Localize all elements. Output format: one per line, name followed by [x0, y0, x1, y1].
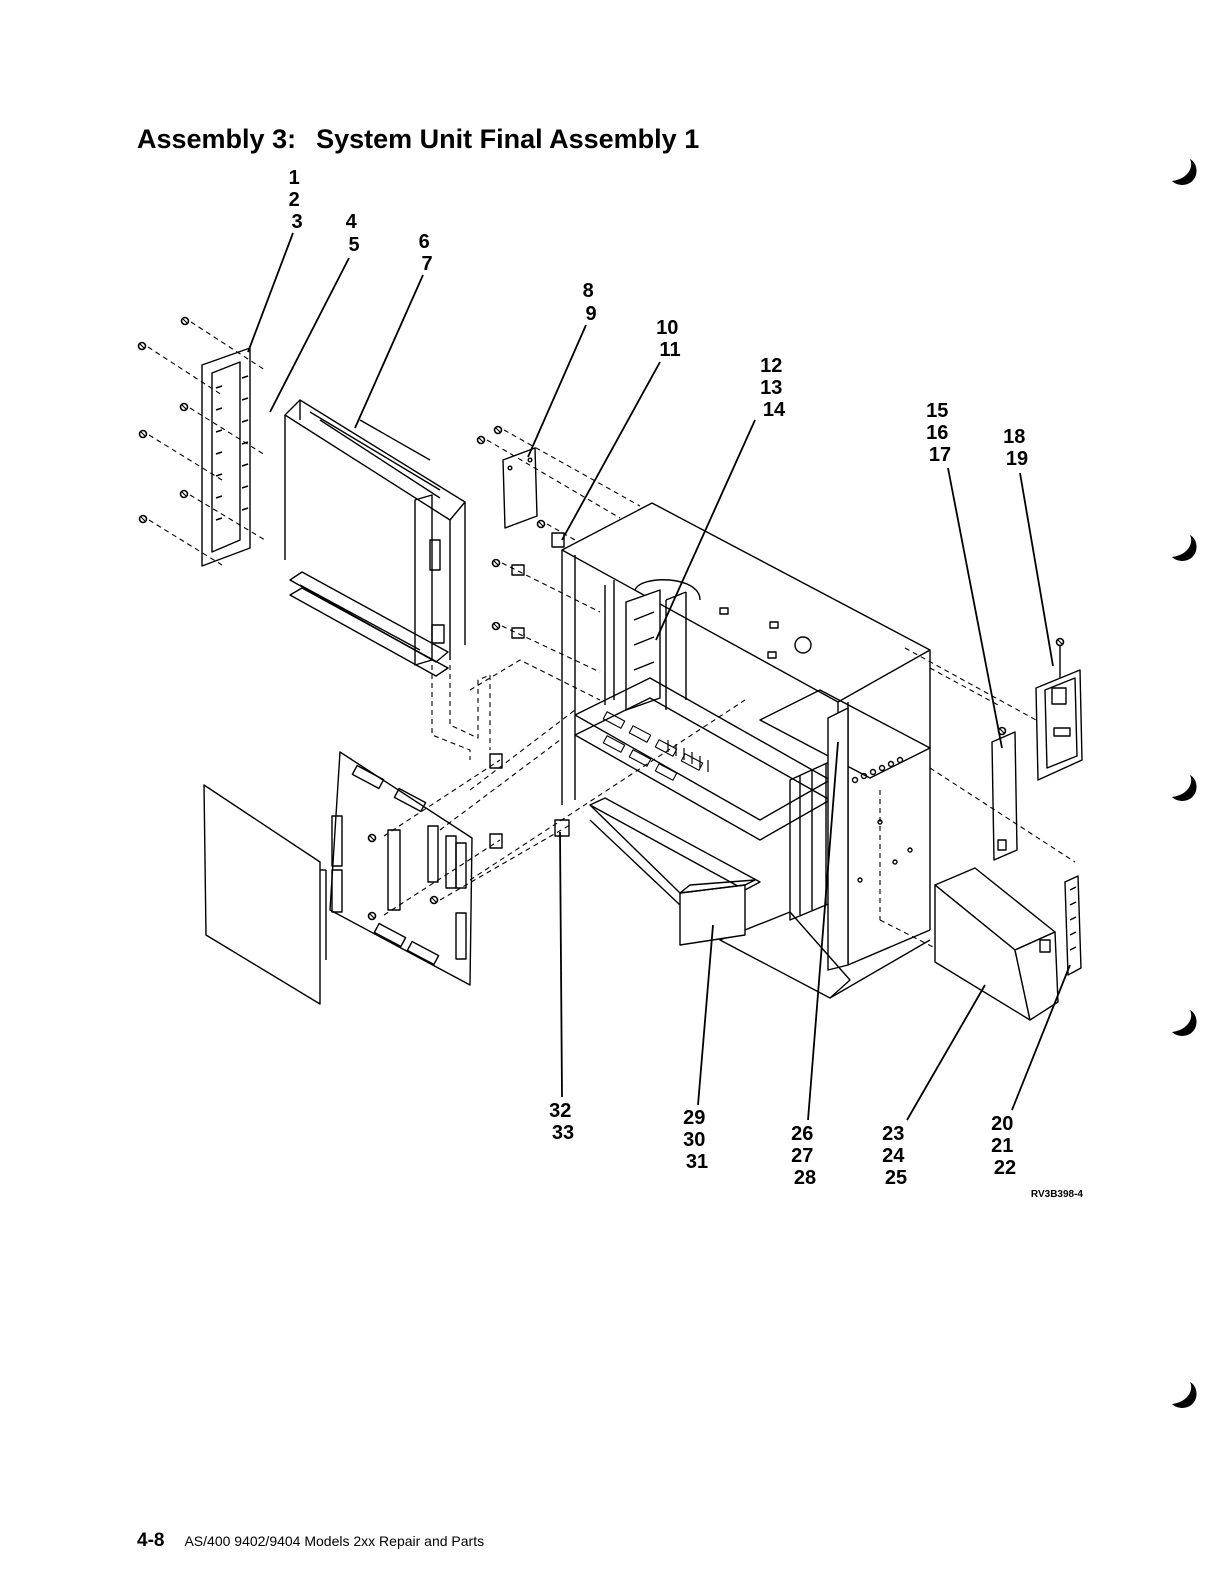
card-cage-part — [285, 400, 465, 676]
page-footer: 4-8 AS/400 9402/9404 Models 2xx Repair an… — [137, 1530, 484, 1552]
small-bracket-part — [490, 754, 569, 848]
binder-punch-mark-icon — [1166, 1008, 1200, 1042]
callout-29-30-31: 29 30 31 — [683, 1107, 711, 1173]
side-cover-part — [204, 785, 326, 1004]
binder-punch-mark-icon — [1166, 157, 1200, 191]
callout-6-7: 6 7 — [419, 231, 436, 275]
binder-punch-mark-icon — [1166, 773, 1200, 807]
callout-1-2-3: 1 2 3 — [289, 167, 306, 233]
control-panel-part — [1036, 639, 1082, 781]
side-rail-part — [1065, 876, 1081, 975]
callout-18-19: 18 19 — [1003, 426, 1031, 470]
callout-23-24-25: 23 24 25 — [882, 1123, 910, 1189]
binder-punch-mark-icon — [1166, 533, 1200, 567]
callout-20-21-22: 20 21 22 — [991, 1113, 1019, 1179]
footer-text: AS/400 9402/9404 Models 2xx Repair and P… — [184, 1533, 484, 1549]
drive-rail-part — [590, 798, 760, 945]
callout-12-13-14: 12 13 14 — [760, 355, 788, 421]
power-supply-part — [935, 868, 1058, 1020]
callout-26-27-28: 26 27 28 — [791, 1123, 819, 1189]
callout-15-16-17: 15 16 17 — [926, 400, 954, 466]
callout-10-11: 10 11 — [656, 317, 684, 361]
page-number: 4-8 — [137, 1530, 164, 1551]
callout-8-9: 8 9 — [583, 280, 600, 325]
figure-id: RV3B398-4 — [1031, 1189, 1084, 1200]
callout-4-5: 4 5 — [346, 211, 363, 256]
side-bracket-part — [202, 348, 250, 566]
callout-32-33: 32 33 — [549, 1100, 577, 1144]
binder-punch-mark-icon — [1166, 1380, 1200, 1414]
main-chassis-part — [562, 503, 930, 998]
front-plate-part — [992, 728, 1017, 861]
